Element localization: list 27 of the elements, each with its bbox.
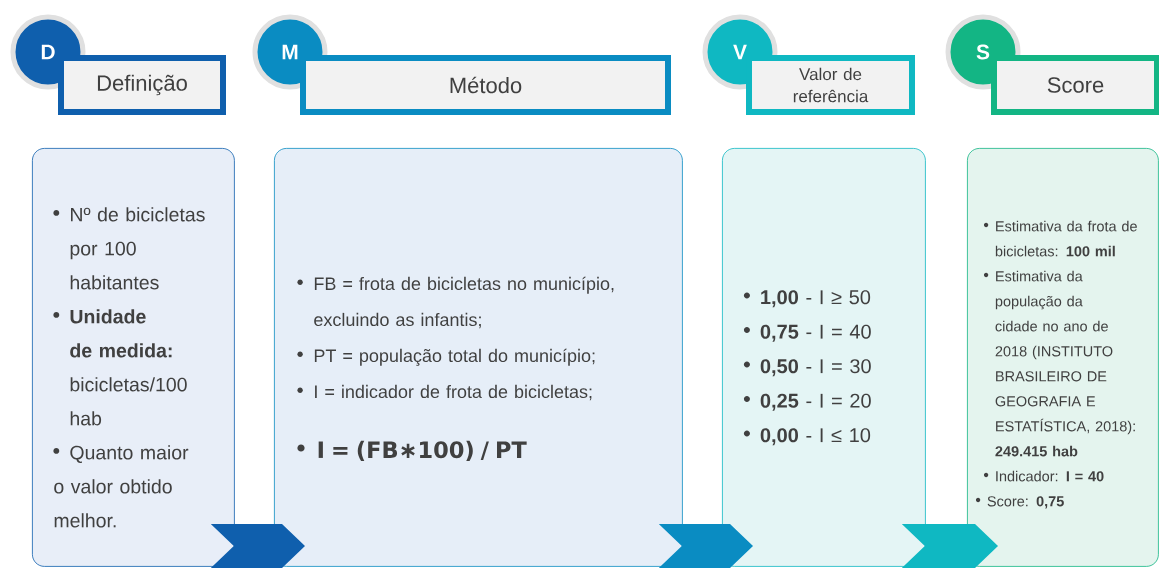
bullet-item: 0,75 - I = 40 — [743, 324, 871, 342]
bullet-item: Estimativa da população da cidade no ano de 2018 (INSTITUTO BRASILEIRO DE GEOGRAFIA E ESTATÍSTICA, 2018): 249.415 hab — [983, 270, 1135, 457]
bullet-item: 1,00 - I ≥ 50 — [743, 290, 871, 308]
bullet-item: Indicador: I = 40 — [983, 470, 1104, 482]
bullet-item: Nº de bicicletas por 100 habitantes — [53, 207, 205, 290]
bullet-item: PT = população total do município; — [297, 348, 595, 366]
bullet-item: FB = frota de bicicletas no município, excluindo as infantis; — [297, 276, 614, 329]
bullet-item: 0,00 - I ≤ 10 — [743, 428, 871, 446]
chevron-arrow — [901, 524, 998, 568]
header-box: Valor de referência — [746, 55, 915, 115]
bullet-item: I = (FB∗100) / PT — [297, 440, 527, 461]
bullet-item: 0,50 - I = 30 — [743, 359, 871, 377]
content-box — [722, 148, 926, 567]
content-box — [274, 148, 683, 567]
content-box — [32, 148, 235, 567]
bullet-item: Estimativa da frota de bicicletas: 100 mil — [983, 220, 1137, 257]
chevron-arrow — [210, 524, 305, 568]
header-box: Score — [991, 55, 1159, 115]
bullet-item: 0,25 - I = 20 — [743, 393, 871, 411]
bullet-item: Unidade de medida: bicicletas/100 hab — [53, 309, 187, 426]
header-box: Definição — [58, 55, 226, 115]
bullet-item: I = indicador de frota de bicicletas; — [297, 384, 592, 401]
header-box: Método — [300, 55, 671, 115]
chevron-arrow — [658, 524, 753, 568]
content-box — [967, 148, 1159, 567]
bullet-item: Quanto maior o valor obtido melhor. — [53, 445, 189, 528]
bullet-item: Score: 0,75 — [975, 496, 1064, 509]
